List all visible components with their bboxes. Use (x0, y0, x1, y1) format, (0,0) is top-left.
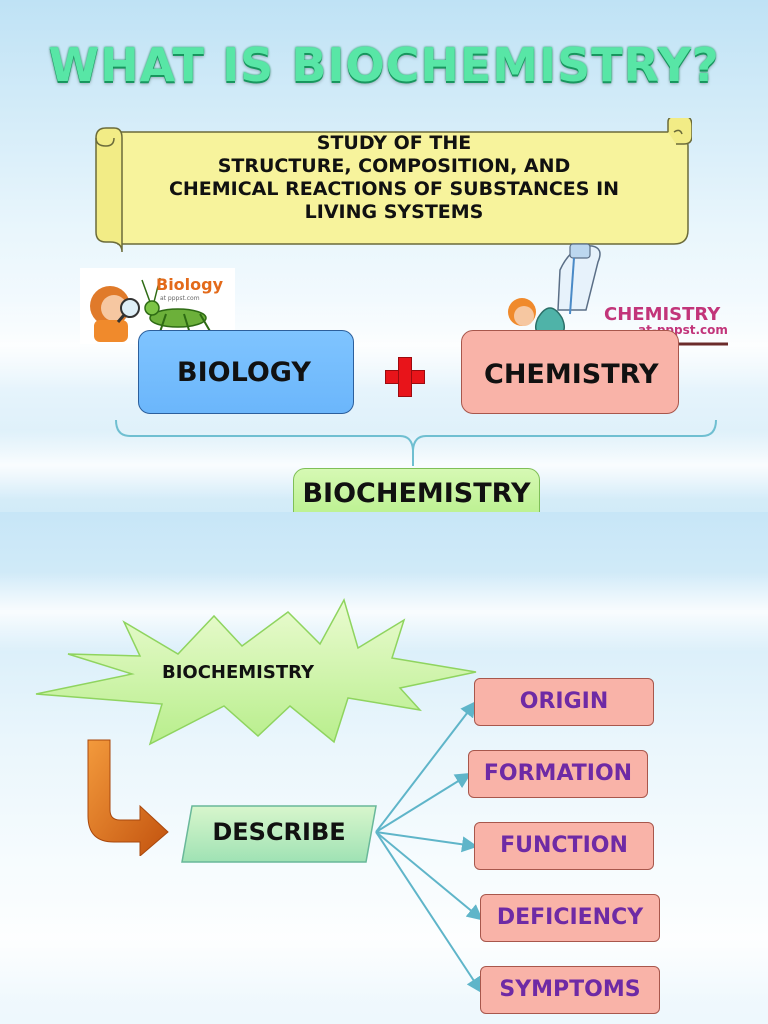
student-face-icon (101, 295, 127, 321)
item-symptoms: SYMPTOMS (480, 966, 660, 1014)
chemistry-label: CHEMISTRY (484, 359, 659, 390)
biochemistry-result-label: BIOCHEMISTRY (302, 478, 531, 509)
definition-text: STUDY OF THE STRUCTURE, COMPOSITION, AND… (128, 132, 660, 224)
describe-label: DESCRIBE (212, 818, 346, 846)
magnifying-glass-icon (120, 298, 140, 318)
biology-logo-subtext: at pppst.com (160, 295, 200, 302)
starburst-label: BIOCHEMISTRY (161, 662, 315, 683)
item-origin: ORIGIN (474, 678, 654, 726)
item-formation: FORMATION (468, 750, 648, 798)
bent-arrow-icon (87, 739, 169, 856)
definition-line: LIVING SYSTEMS (304, 201, 484, 223)
biology-logo-text: Biology (156, 275, 224, 294)
chemistry-box: CHEMISTRY (461, 330, 679, 414)
slide-title: WHAT IS BIOCHEMISTRY? (48, 38, 720, 92)
definition-scroll: STUDY OF THE STRUCTURE, COMPOSITION, AND… (88, 115, 693, 253)
biology-label: BIOLOGY (177, 357, 311, 388)
definition-line: STUDY OF THE (316, 132, 472, 154)
scientist-face-icon (514, 306, 534, 326)
item-function: FUNCTION (474, 822, 654, 870)
item-deficiency: DEFICIENCY (480, 894, 660, 942)
chemistry-logo-text: CHEMISTRY (604, 304, 721, 325)
biology-box: BIOLOGY (138, 330, 354, 414)
describe-box (181, 805, 377, 863)
plus-icon (385, 357, 425, 397)
definition-line: STRUCTURE, COMPOSITION, AND (217, 155, 571, 177)
definition-line: CHEMICAL REACTIONS OF SUBSTANCES IN (168, 178, 620, 200)
